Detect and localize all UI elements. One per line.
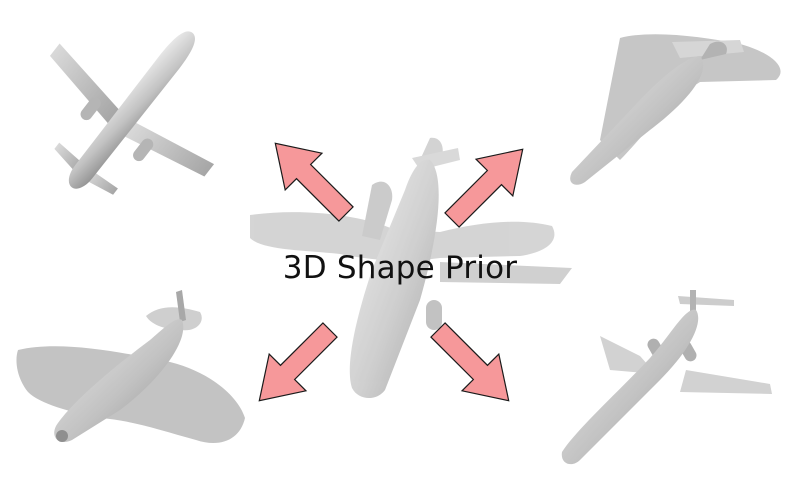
delta-jet-top-right: [570, 34, 781, 185]
central-prior-airplane: [250, 137, 572, 399]
propeller-plane-bottom-left: [16, 290, 245, 444]
arrow-down-left: [258, 322, 338, 402]
arrow-up-right: [444, 148, 524, 228]
trijet-bottom-right: [561, 290, 772, 465]
arrow-up-left: [274, 142, 354, 222]
arrow-down-right: [430, 322, 510, 402]
airliner-top-left: [0, 0, 270, 248]
